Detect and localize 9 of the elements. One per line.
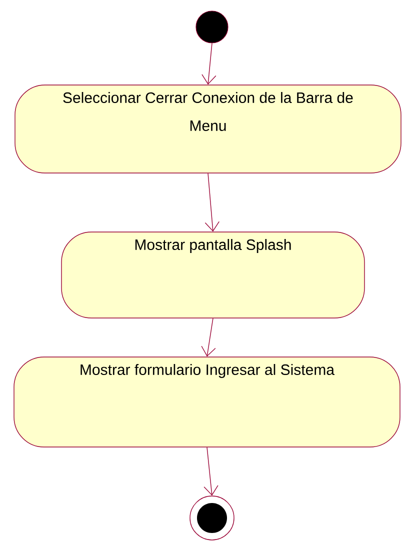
arrow [204, 447, 218, 496]
arrow [204, 173, 220, 232]
action-state: Mostrar formulario Ingresar al Sistema [14, 356, 400, 448]
end-bullseye [190, 496, 234, 540]
start-dot [196, 10, 228, 44]
action-state: Mostrar pantalla Splash [61, 232, 365, 318]
arrow [201, 318, 216, 357]
arrow [202, 42, 216, 85]
action-state: Seleccionar Cerrar Conexion de la Barra de Menu [14, 84, 402, 174]
